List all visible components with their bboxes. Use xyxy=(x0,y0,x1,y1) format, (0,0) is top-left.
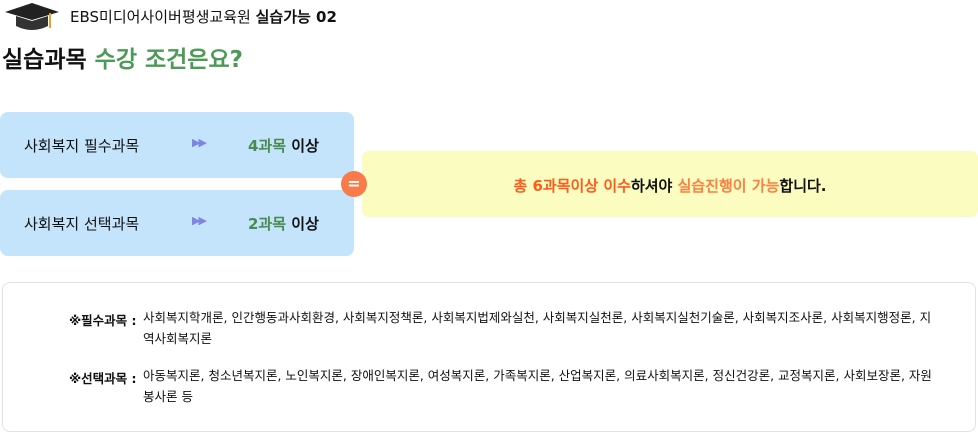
double-arrow-icon: ▶▶ xyxy=(192,136,207,149)
title-part2: 수강 조건은요? xyxy=(94,47,243,73)
requirement-label: 사회복지 선택과목 xyxy=(24,215,140,233)
graduation-cap-icon xyxy=(5,3,59,30)
topic-label: 실습가능 02 xyxy=(255,8,337,26)
result-box: 총 6과목이상 이수하셔야 실습진행이 가능합니다. xyxy=(362,151,978,217)
requirement-suffix: 이상 xyxy=(291,215,319,233)
requirement-suffix: 이상 xyxy=(291,137,319,155)
page-title: 실습과목 수강 조건은요? xyxy=(2,40,243,74)
requirement-label: 사회복지 필수과목 xyxy=(24,137,140,155)
equals-icon: = xyxy=(341,171,367,197)
course-notes-box: ※필수과목 : 사회복지학개론, 인간행동과사회환경, 사회복지정책론, 사회복… xyxy=(2,282,976,432)
requirement-count: 4과목 xyxy=(248,137,287,155)
double-arrow-icon: ▶▶ xyxy=(192,214,207,227)
note-label-required: ※필수과목 : xyxy=(69,313,137,328)
result-part4: 합니다. xyxy=(779,177,827,195)
required-courses-box: 사회복지 필수과목 ▶▶ 4과목 이상 xyxy=(0,112,354,178)
result-part1: 총 6과목이상 이수 xyxy=(513,177,631,195)
requirement-count: 2과목 xyxy=(248,215,287,233)
title-part1: 실습과목 xyxy=(2,47,87,73)
org-name: EBS미디어사이버평생교육원 xyxy=(70,8,251,26)
header-subtitle: EBS미디어사이버평생교육원 실습가능 02 xyxy=(70,6,337,27)
requirement-value: 4과목 이상 xyxy=(248,135,319,156)
result-message: 총 6과목이상 이수하셔야 실습진행이 가능합니다. xyxy=(362,175,978,196)
elective-courses-box: 사회복지 선택과목 ▶▶ 2과목 이상 xyxy=(0,190,354,256)
note-content-required: 사회복지학개론, 인간행동과사회환경, 사회복지정책론, 사회복지법제와실천, … xyxy=(143,310,932,346)
result-part2: 하셔야 xyxy=(630,177,678,195)
note-content-elective: 아동복지론, 청소년복지론, 노인복지론, 장애인복지론, 여성복지론, 가족복… xyxy=(143,368,932,404)
requirement-value: 2과목 이상 xyxy=(248,213,319,234)
note-label-elective: ※선택과목 : xyxy=(69,371,137,386)
result-part3: 실습진행이 가능 xyxy=(677,177,780,195)
